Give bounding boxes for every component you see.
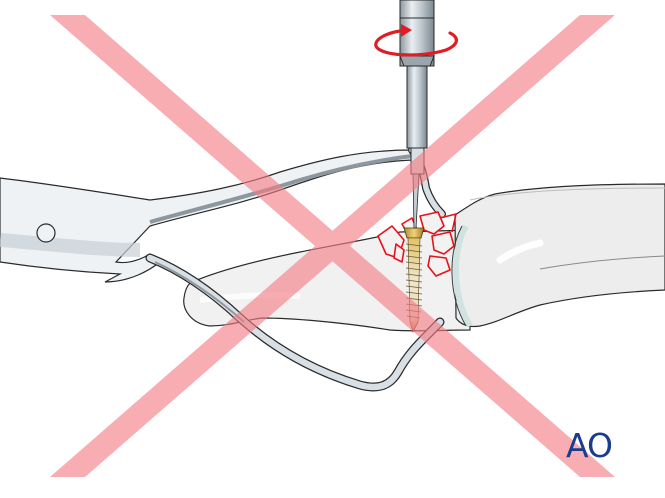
contraindicated-cross-icon [50,15,615,477]
middle-phalanx [451,183,665,328]
forceps-hinge-pin [36,223,56,243]
rotation-arrow-icon [374,24,458,57]
